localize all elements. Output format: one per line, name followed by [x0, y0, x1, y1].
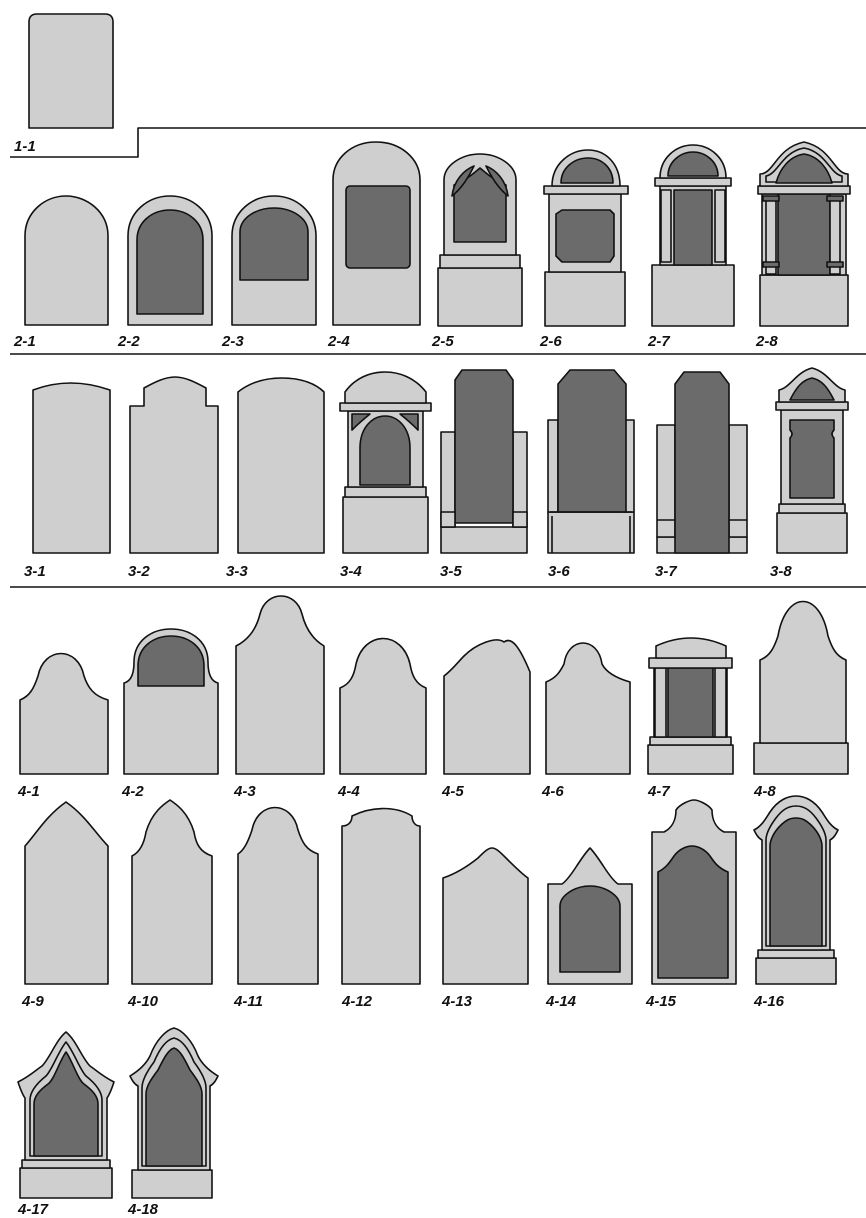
label-2-6: 2-6	[539, 333, 562, 350]
label-4-2: 4-2	[121, 783, 144, 800]
stone-2-8	[758, 142, 850, 326]
label-3-2: 3-2	[128, 563, 150, 580]
stone-4-12	[342, 809, 420, 985]
stone-4-5	[444, 640, 530, 774]
label-4-6: 4-6	[541, 783, 564, 800]
stone-2-4	[333, 142, 420, 325]
stone-4-2	[124, 629, 218, 774]
stone-2-6	[544, 150, 628, 326]
stone-4-7	[648, 638, 733, 774]
stone-4-6	[546, 643, 630, 774]
stone-2-5	[438, 154, 522, 326]
stone-4-1	[20, 654, 108, 775]
label-4-16: 4-16	[753, 993, 785, 1010]
stone-3-3	[238, 378, 324, 553]
label-4-1: 4-1	[17, 783, 40, 800]
label-4-12: 4-12	[341, 993, 373, 1010]
label-2-2: 2-2	[117, 333, 140, 350]
stone-4-14	[548, 848, 632, 984]
label-4-5: 4-5	[441, 783, 464, 800]
label-4-11: 4-11	[233, 993, 263, 1010]
label-2-3: 2-3	[221, 333, 244, 350]
stone-3-6	[548, 370, 634, 553]
stone-4-9	[25, 802, 108, 984]
label-4-17: 4-17	[17, 1201, 49, 1218]
stone-2-2	[128, 196, 212, 325]
stone-4-4	[340, 639, 426, 775]
label-3-6: 3-6	[548, 563, 570, 580]
stone-4-8	[754, 602, 848, 775]
stone-3-8	[776, 368, 848, 553]
stone-2-3	[232, 196, 316, 325]
label-4-7: 4-7	[647, 783, 670, 800]
stone-1-1	[29, 14, 113, 128]
label-3-3: 3-3	[226, 563, 248, 580]
label-2-1: 2-1	[13, 333, 36, 350]
stone-4-18	[130, 1028, 218, 1198]
stone-2-7	[652, 145, 734, 326]
label-4-15: 4-15	[645, 993, 677, 1010]
stone-3-7	[657, 372, 747, 553]
label-2-7: 2-7	[647, 333, 670, 350]
label-3-5: 3-5	[440, 563, 462, 580]
label-4-18: 4-18	[127, 1201, 159, 1218]
stone-3-2	[130, 377, 218, 553]
label-4-8: 4-8	[753, 783, 776, 800]
stone-4-3	[236, 596, 324, 774]
stone-3-5	[441, 370, 527, 553]
label-1-1: 1-1	[14, 138, 36, 155]
stone-4-11	[238, 808, 318, 985]
stone-4-10	[132, 800, 212, 984]
label-4-4: 4-4	[337, 783, 360, 800]
stone-3-4	[340, 372, 431, 553]
label-3-8: 3-8	[770, 563, 792, 580]
stone-2-1	[25, 196, 108, 325]
stone-4-15	[652, 800, 736, 984]
stone-4-17	[18, 1032, 114, 1198]
label-4-10: 4-10	[127, 993, 159, 1010]
label-2-4: 2-4	[327, 333, 350, 350]
stone-3-1	[33, 383, 110, 553]
label-4-13: 4-13	[441, 993, 473, 1010]
label-3-4: 3-4	[340, 563, 362, 580]
stone-4-16	[754, 796, 838, 984]
label-4-3: 4-3	[233, 783, 256, 800]
label-2-8: 2-8	[755, 333, 778, 350]
label-3-7: 3-7	[655, 563, 677, 580]
label-4-14: 4-14	[545, 993, 577, 1010]
section-divider-1	[10, 128, 866, 157]
label-2-5: 2-5	[431, 333, 454, 350]
stone-4-13	[443, 848, 528, 984]
label-4-9: 4-9	[21, 993, 44, 1010]
label-3-1: 3-1	[24, 563, 46, 580]
